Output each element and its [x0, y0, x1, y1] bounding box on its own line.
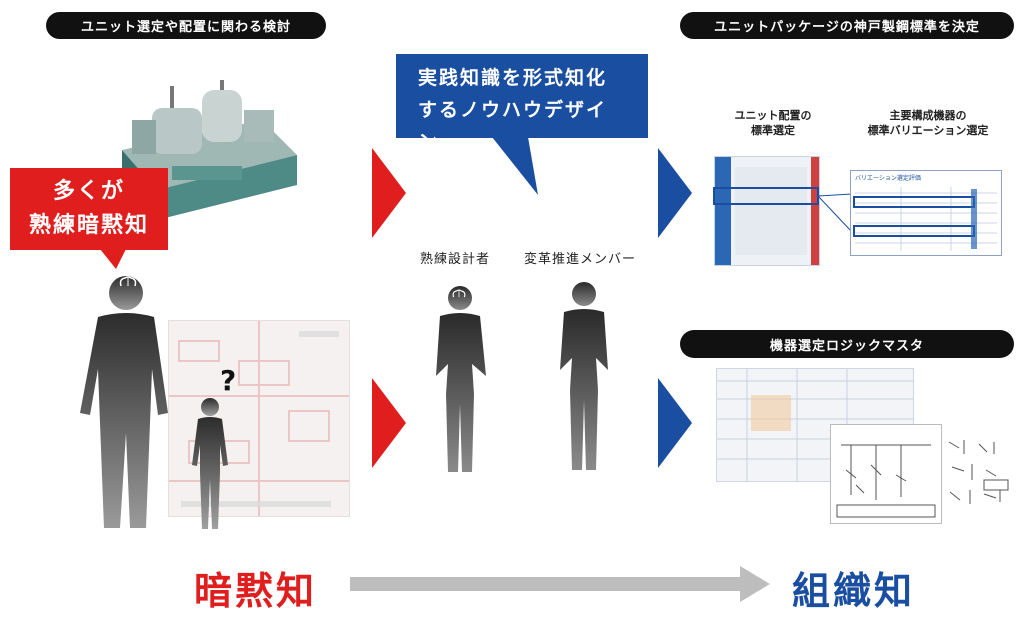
red-arrow-bottom — [372, 378, 406, 468]
logic-master-drawing — [830, 424, 942, 524]
design-callout: 実践知識を形式知化 するノウハウデザイン — [396, 54, 648, 153]
std-layout-label-line1: ユニット配置の — [734, 109, 812, 122]
std-variation-label-line2: 標準バリエーション選定 — [867, 124, 989, 137]
unit-layout-document — [714, 156, 820, 266]
tacit-callout: 多くが 熟練暗黙知 — [10, 168, 168, 250]
highlight-connector — [713, 187, 853, 233]
role-member-label: 変革推進メンバー — [524, 252, 637, 267]
variation-document: バリエーション選定評価 — [850, 170, 1002, 256]
red-arrow-top — [372, 148, 406, 238]
header-left-pill: ユニット選定や配置に関わる検討 — [46, 12, 326, 39]
design-callout-line1: 実践知識を形式知化 — [418, 67, 608, 89]
blue-arrow-top — [658, 148, 692, 238]
blurred-drawing-left — [168, 320, 350, 517]
variation-document-title: バリエーション選定評価 — [855, 175, 921, 182]
transition-arrow — [350, 566, 770, 602]
tacit-knowledge-label: 暗黙知 — [194, 569, 318, 613]
design-callout-line2: するノウハウデザイン — [418, 99, 608, 153]
expert-designer-silhouette — [436, 286, 486, 472]
junior-silhouette — [192, 398, 228, 529]
logic-master-sketch — [948, 440, 1009, 504]
std-layout-label: ユニット配置の 標準選定 — [718, 108, 828, 138]
logic-master-text: 機器選定ロジックマスタ — [769, 338, 924, 354]
header-right-text: ユニットパッケージの神戸製鋼標準を決定 — [714, 20, 980, 35]
std-variation-label: 主要構成機器の 標準バリエーション選定 — [848, 108, 1008, 138]
design-callout-tail — [492, 137, 538, 195]
blue-arrow-bottom — [658, 378, 692, 468]
expert-silhouette-large — [80, 276, 168, 528]
header-left-text: ユニット選定や配置に関わる検討 — [80, 20, 291, 35]
std-variation-label-line1: 主要構成機器の — [889, 109, 967, 122]
question-mark: ? — [220, 364, 238, 397]
brain-icon — [452, 289, 466, 298]
logic-master-pill: 機器選定ロジックマスタ — [680, 330, 1014, 358]
header-right-pill: ユニットパッケージの神戸製鋼標準を決定 — [680, 12, 1014, 39]
std-layout-label-line2: 標準選定 — [751, 124, 795, 137]
organizational-knowledge-label: 組織知 — [792, 569, 916, 613]
role-expert-label: 熟練設計者 — [420, 252, 491, 267]
tacit-callout-tail — [100, 249, 126, 269]
tacit-callout-line1: 多くが — [52, 179, 125, 204]
tacit-callout-line2: 熟練暗黙知 — [28, 213, 149, 238]
brain-icon — [119, 276, 137, 287]
member-silhouette — [560, 282, 608, 470]
